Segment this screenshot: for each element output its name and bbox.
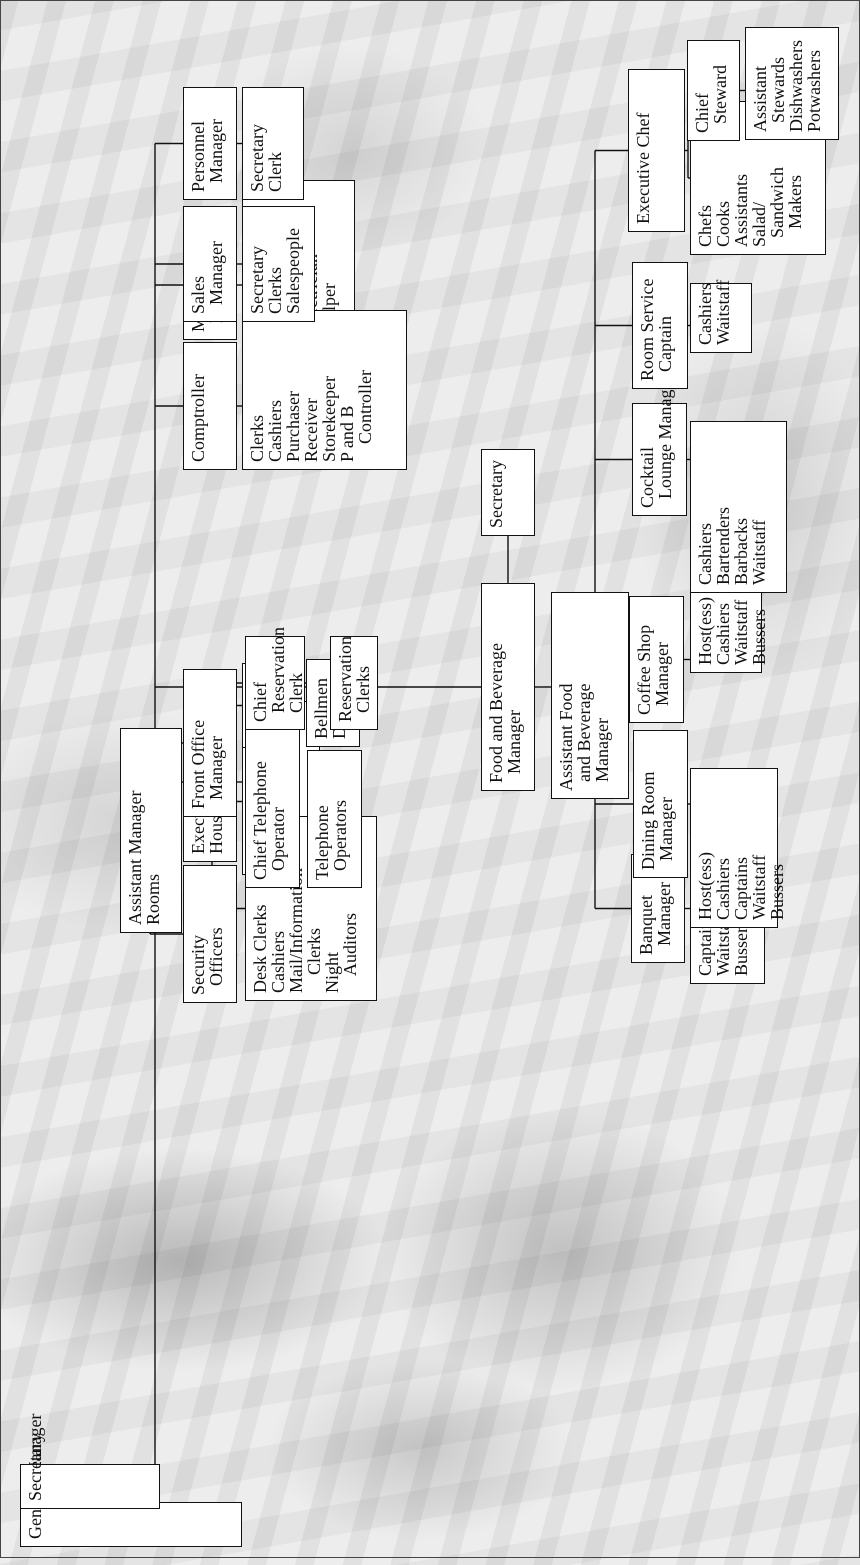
box-line: P and B	[337, 405, 357, 462]
box-line: Sales	[188, 276, 208, 314]
box-line: Front Office	[188, 719, 208, 809]
box-line: Barbacks	[731, 518, 751, 585]
box-line: Lounge Manager	[655, 375, 675, 508]
box-line: Steward	[710, 65, 730, 133]
box-line: Rooms	[143, 873, 163, 925]
box-line: Salespeople	[283, 228, 303, 314]
box-line: Host(ess)	[695, 852, 715, 920]
box-line: Stewards	[768, 57, 788, 132]
box-line: Bartenders	[713, 507, 733, 585]
box-line: Comptroller	[188, 374, 208, 462]
box-line: Controller	[355, 370, 375, 462]
box-line: Dining Room	[638, 771, 658, 870]
box-line: Coffee Shop	[634, 624, 654, 715]
box-line: Manager	[592, 718, 612, 791]
coffee-shop-manager-box: Coffee Shop Manager	[629, 596, 684, 723]
box-line: Clerk	[265, 152, 285, 192]
telephone-operators-box: Telephone Operators	[307, 750, 362, 888]
box-line: Captains	[731, 857, 751, 920]
sales-manager-box: Sales Manager	[183, 206, 237, 322]
box-line: Chief Telephone	[250, 761, 270, 880]
box-line: Cashiers	[695, 523, 715, 585]
room-service-captain-box: Room Service Captain	[632, 262, 688, 389]
food-and-beverage-manager-box: Food and Beverage Manager	[481, 583, 535, 791]
fb-secretary-box: Secretary	[481, 449, 535, 536]
box-line: Secretary	[25, 1433, 45, 1501]
box-line: General Manager	[25, 1414, 45, 1539]
box-line: Manager	[656, 797, 676, 870]
box-line: Manager	[206, 736, 226, 809]
box-line: Secretary	[247, 246, 267, 314]
box-line: Bellmen	[311, 678, 331, 739]
box-line: Security	[188, 935, 208, 995]
box-line: Room Service	[637, 278, 657, 381]
box-line: Receiver	[301, 398, 321, 462]
box-line: Captain	[655, 316, 675, 381]
box-line: Operators	[330, 800, 350, 880]
box-line: Manager	[206, 241, 226, 314]
box-line: Waitstaff	[749, 519, 769, 585]
box-line: Cashiers	[265, 400, 285, 462]
box-line: Personnel	[188, 121, 208, 192]
box-line: Assistant Manager	[125, 790, 145, 925]
box-line: Reservation	[335, 636, 355, 722]
personnel-manager-box: Personnel Manager	[183, 87, 237, 200]
box-line: Assistant	[750, 65, 770, 132]
box-line: Food and Beverage	[486, 643, 506, 783]
box-line: Cashiers	[695, 283, 715, 345]
chief-telephone-operator-box: Chief Telephone Operator	[245, 715, 300, 888]
cocktail-lounge-manager-box: Cocktail Lounge Manager	[632, 375, 687, 516]
box-line: Officers	[206, 927, 226, 995]
box-line: Clerks	[353, 666, 373, 722]
gm-secretary-box: Secretary	[20, 1433, 160, 1509]
box-line: Dishwashers	[786, 40, 806, 132]
box-line: Clerks	[247, 415, 267, 462]
security-officers-box: Security Officers	[183, 865, 237, 1003]
box-line: Bussers	[767, 863, 787, 920]
box-line: Clerk	[286, 673, 306, 722]
box-line: Waitstaff	[713, 279, 733, 345]
box-line: Chief	[250, 682, 270, 722]
box-line: Chief	[692, 93, 712, 133]
box-line: Secretary	[486, 460, 506, 528]
front-office-manager-box: Front Office Manager	[183, 669, 237, 817]
executive-chef-box: Executive Chef	[628, 69, 685, 232]
box-line: Executive Chef	[633, 112, 653, 224]
box-line: Cashiers	[713, 858, 733, 920]
box-line: Assistant Food	[556, 683, 576, 791]
box-line: Manager	[652, 642, 672, 715]
box-line: Clerks	[265, 267, 285, 314]
box-line: and Beverage	[574, 683, 594, 791]
box-line: Purchaser	[283, 391, 303, 462]
box-line: Storekeeper	[319, 376, 339, 462]
dining-room-manager-box: Dining Room Manager	[633, 730, 688, 878]
box-line: Reservation	[268, 627, 288, 722]
box-line: Manager	[504, 710, 524, 783]
box-line: Secretary	[247, 124, 267, 192]
assistant-food-and-beverage-manager-box: Assistant Food and Beverage Manager	[551, 592, 629, 799]
reservation-clerks-box: Reservation Clerks	[330, 636, 378, 730]
box-line: Potwashers	[804, 50, 824, 132]
comptroller-box: Comptroller	[183, 342, 237, 470]
box-line: Manager	[206, 119, 226, 192]
chief-steward-box: Chief Steward	[687, 40, 740, 141]
box-line: Operator	[268, 807, 288, 880]
box-line: Waitstaff	[749, 854, 769, 920]
box-line: Telephone	[312, 805, 332, 880]
chief-reservation-clerk-box: Chief Reservation Clerk	[245, 627, 306, 730]
box-line: Cocktail	[637, 447, 657, 508]
